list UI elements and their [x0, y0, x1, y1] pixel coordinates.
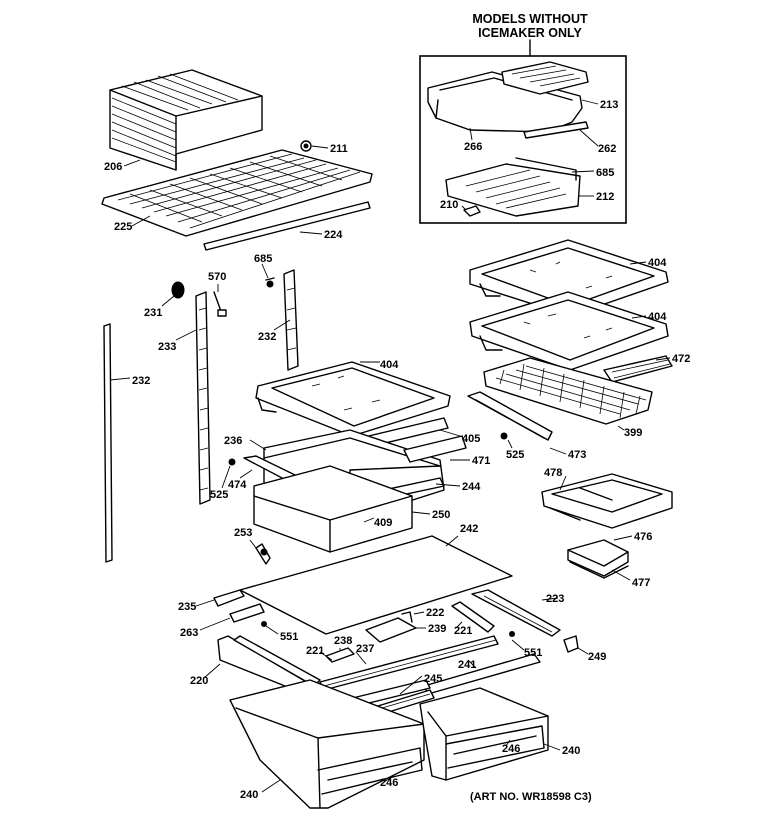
- label-478: 478: [544, 467, 562, 479]
- label-476: 476: [634, 531, 652, 543]
- label-250: 250: [432, 509, 450, 521]
- label-246-right: 246: [502, 743, 520, 755]
- label-473: 473: [568, 449, 586, 461]
- label-570: 570: [208, 271, 226, 283]
- label-241: 241: [458, 659, 476, 671]
- label-222: 222: [426, 607, 444, 619]
- label-399: 399: [624, 427, 642, 439]
- wire-basket-and-shelf: 206 211 225 224: [101, 69, 373, 251]
- label-221-left: 221: [306, 645, 324, 657]
- label-405: 405: [462, 433, 480, 445]
- label-266: 266: [464, 141, 482, 153]
- inset-title-line2: ICEMAKER ONLY: [478, 26, 582, 40]
- label-237: 237: [356, 643, 374, 655]
- label-206: 206: [104, 161, 122, 173]
- label-221-right: 221: [454, 625, 472, 637]
- label-551-right: 551: [524, 647, 542, 659]
- lower-supports: 235 263 551 222 239 221 223 221 238 237 …: [178, 589, 606, 717]
- label-404-top: 404: [648, 257, 667, 269]
- label-472: 472: [672, 353, 690, 365]
- label-240-left: 240: [240, 789, 258, 801]
- label-225: 225: [114, 221, 132, 233]
- label-404-mid: 404: [648, 311, 667, 323]
- inset-title-line1: MODELS WITHOUT: [472, 12, 588, 26]
- label-244: 244: [462, 481, 481, 493]
- label-238: 238: [334, 635, 352, 647]
- label-223: 223: [546, 593, 564, 605]
- label-249: 249: [588, 651, 606, 663]
- label-232-left: 232: [132, 375, 150, 387]
- label-233: 233: [158, 341, 176, 353]
- label-404-mid-shelf: 404: [380, 359, 399, 371]
- label-477: 477: [632, 577, 650, 589]
- label-262: 262: [598, 143, 616, 155]
- label-245: 245: [424, 673, 442, 685]
- label-685-inset: 685: [596, 167, 614, 179]
- small-bins: 478 476 477: [541, 467, 673, 589]
- crisper-cover: 242 253: [234, 523, 513, 635]
- crisper-drawers: 246 246 240 240: [229, 679, 580, 809]
- label-551-left: 551: [280, 631, 298, 643]
- label-213: 213: [600, 99, 618, 111]
- label-232-right: 232: [258, 331, 276, 343]
- label-525-right: 525: [506, 449, 524, 461]
- label-242: 242: [460, 523, 478, 535]
- label-236: 236: [224, 435, 242, 447]
- label-240-right: 240: [562, 745, 580, 757]
- label-210: 210: [440, 199, 458, 211]
- label-685: 685: [254, 253, 272, 265]
- label-224: 224: [324, 229, 343, 241]
- label-471: 471: [472, 455, 490, 467]
- label-211: 211: [330, 143, 348, 155]
- label-474: 474: [228, 479, 247, 491]
- label-231: 231: [144, 307, 162, 319]
- label-220: 220: [190, 675, 208, 687]
- label-263: 263: [180, 627, 198, 639]
- art-number: (ART NO. WR18598 C3): [470, 791, 592, 803]
- label-525-left: 525: [210, 489, 228, 501]
- right-glass-shelves: 404 404 472 399 473 525: [467, 239, 690, 461]
- inset-models-without-icemaker: MODELS WITHOUT ICEMAKER ONLY 213 266 262…: [419, 12, 627, 224]
- label-239: 239: [428, 623, 446, 635]
- label-235: 235: [178, 601, 196, 613]
- label-212: 212: [596, 191, 614, 203]
- shelf-rails: 231 233 232 232 570 685: [103, 253, 299, 563]
- label-253: 253: [234, 527, 252, 539]
- label-409: 409: [374, 517, 392, 529]
- middle-shelf-and-drawer: 404 405 236 471 244 250 409 474 525: [210, 359, 490, 553]
- label-246-left: 246: [380, 777, 398, 789]
